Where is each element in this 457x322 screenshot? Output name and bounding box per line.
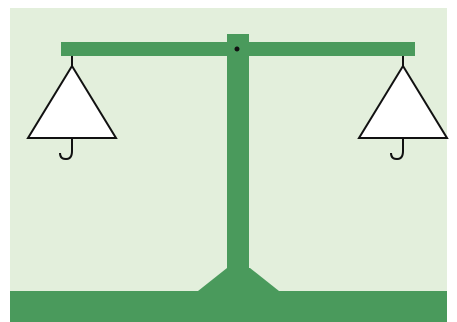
- pivot-point: [234, 46, 240, 52]
- vertical-post: [227, 34, 249, 292]
- ground-base: [10, 291, 447, 322]
- right-hook: [390, 138, 404, 161]
- left-hook: [59, 138, 73, 161]
